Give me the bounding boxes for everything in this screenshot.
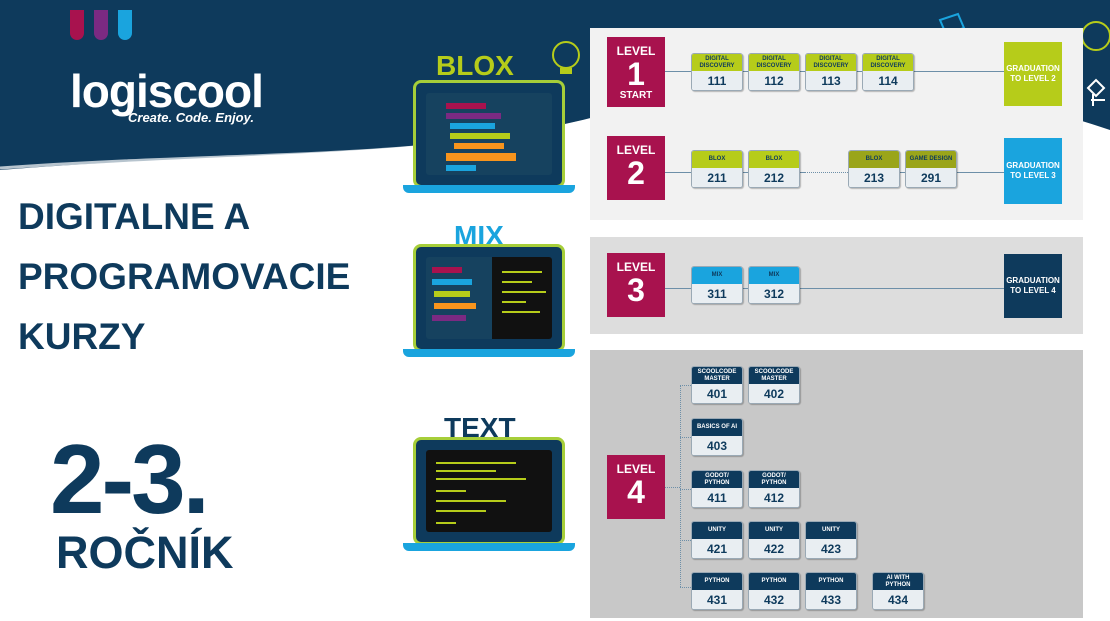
laptop-mix-base [403, 349, 575, 357]
level-4-number: 4 [627, 474, 645, 510]
laptop-text-base [403, 543, 575, 551]
level-2-number: 2 [627, 155, 645, 191]
level-2-connector-dotted [804, 172, 848, 173]
headline-line-2: PROGRAMOVACIE [18, 256, 351, 297]
level-3-panel [590, 237, 1083, 334]
logo-wordmark: logiscool [70, 65, 264, 117]
level-4-branch-40x [680, 385, 691, 386]
level-3-connector [664, 288, 1004, 289]
level-1-badge: LEVEL 1 START [607, 37, 665, 107]
track-label-text: TEXT [444, 412, 516, 443]
level-3-label: LEVEL [616, 260, 656, 274]
laptop-mix-illustration [413, 244, 565, 352]
laptop-blox-illustration [413, 80, 565, 188]
logo-tagline: Create. Code. Enjoy. [128, 110, 254, 125]
level-4-tree-trunk [680, 385, 681, 587]
level-4-branch-41x [680, 489, 691, 490]
laptop-text-illustration [413, 437, 565, 545]
level-2-badge: LEVEL 2 [607, 136, 665, 200]
headline-line-3: KURZY [18, 316, 146, 357]
headline-line-1: DIGITALNE A [18, 196, 251, 237]
level-4-badge: LEVEL 4 [607, 455, 665, 519]
grade-word: ROČNÍK [56, 527, 234, 578]
graduation-to-level-3: GRADUATION TO LEVEL 3 [1004, 138, 1062, 204]
graduation-to-level-2: GRADUATION TO LEVEL 2 [1004, 42, 1062, 106]
grade-number: 2-3. [50, 424, 210, 534]
level-3-badge: LEVEL 3 [607, 253, 665, 317]
level-4-label: LEVEL [616, 462, 656, 476]
level-2-label: LEVEL [616, 143, 656, 157]
level-3-number: 3 [627, 272, 645, 308]
laptop-blox-base [403, 185, 575, 193]
level-1-label: LEVEL [616, 44, 656, 58]
graduation-to-level-4: GRADUATION TO LEVEL 4 [1004, 254, 1062, 318]
track-label-blox: BLOX [436, 50, 514, 81]
level-4-branch-42x [680, 540, 691, 541]
level-4-branch-403 [680, 437, 691, 438]
brand-bars [70, 10, 150, 40]
level-4-branch-43x [680, 587, 691, 588]
level-1-sub: START [619, 90, 653, 101]
level-4-stem [665, 487, 680, 488]
level-1-number: 1 [627, 56, 645, 92]
